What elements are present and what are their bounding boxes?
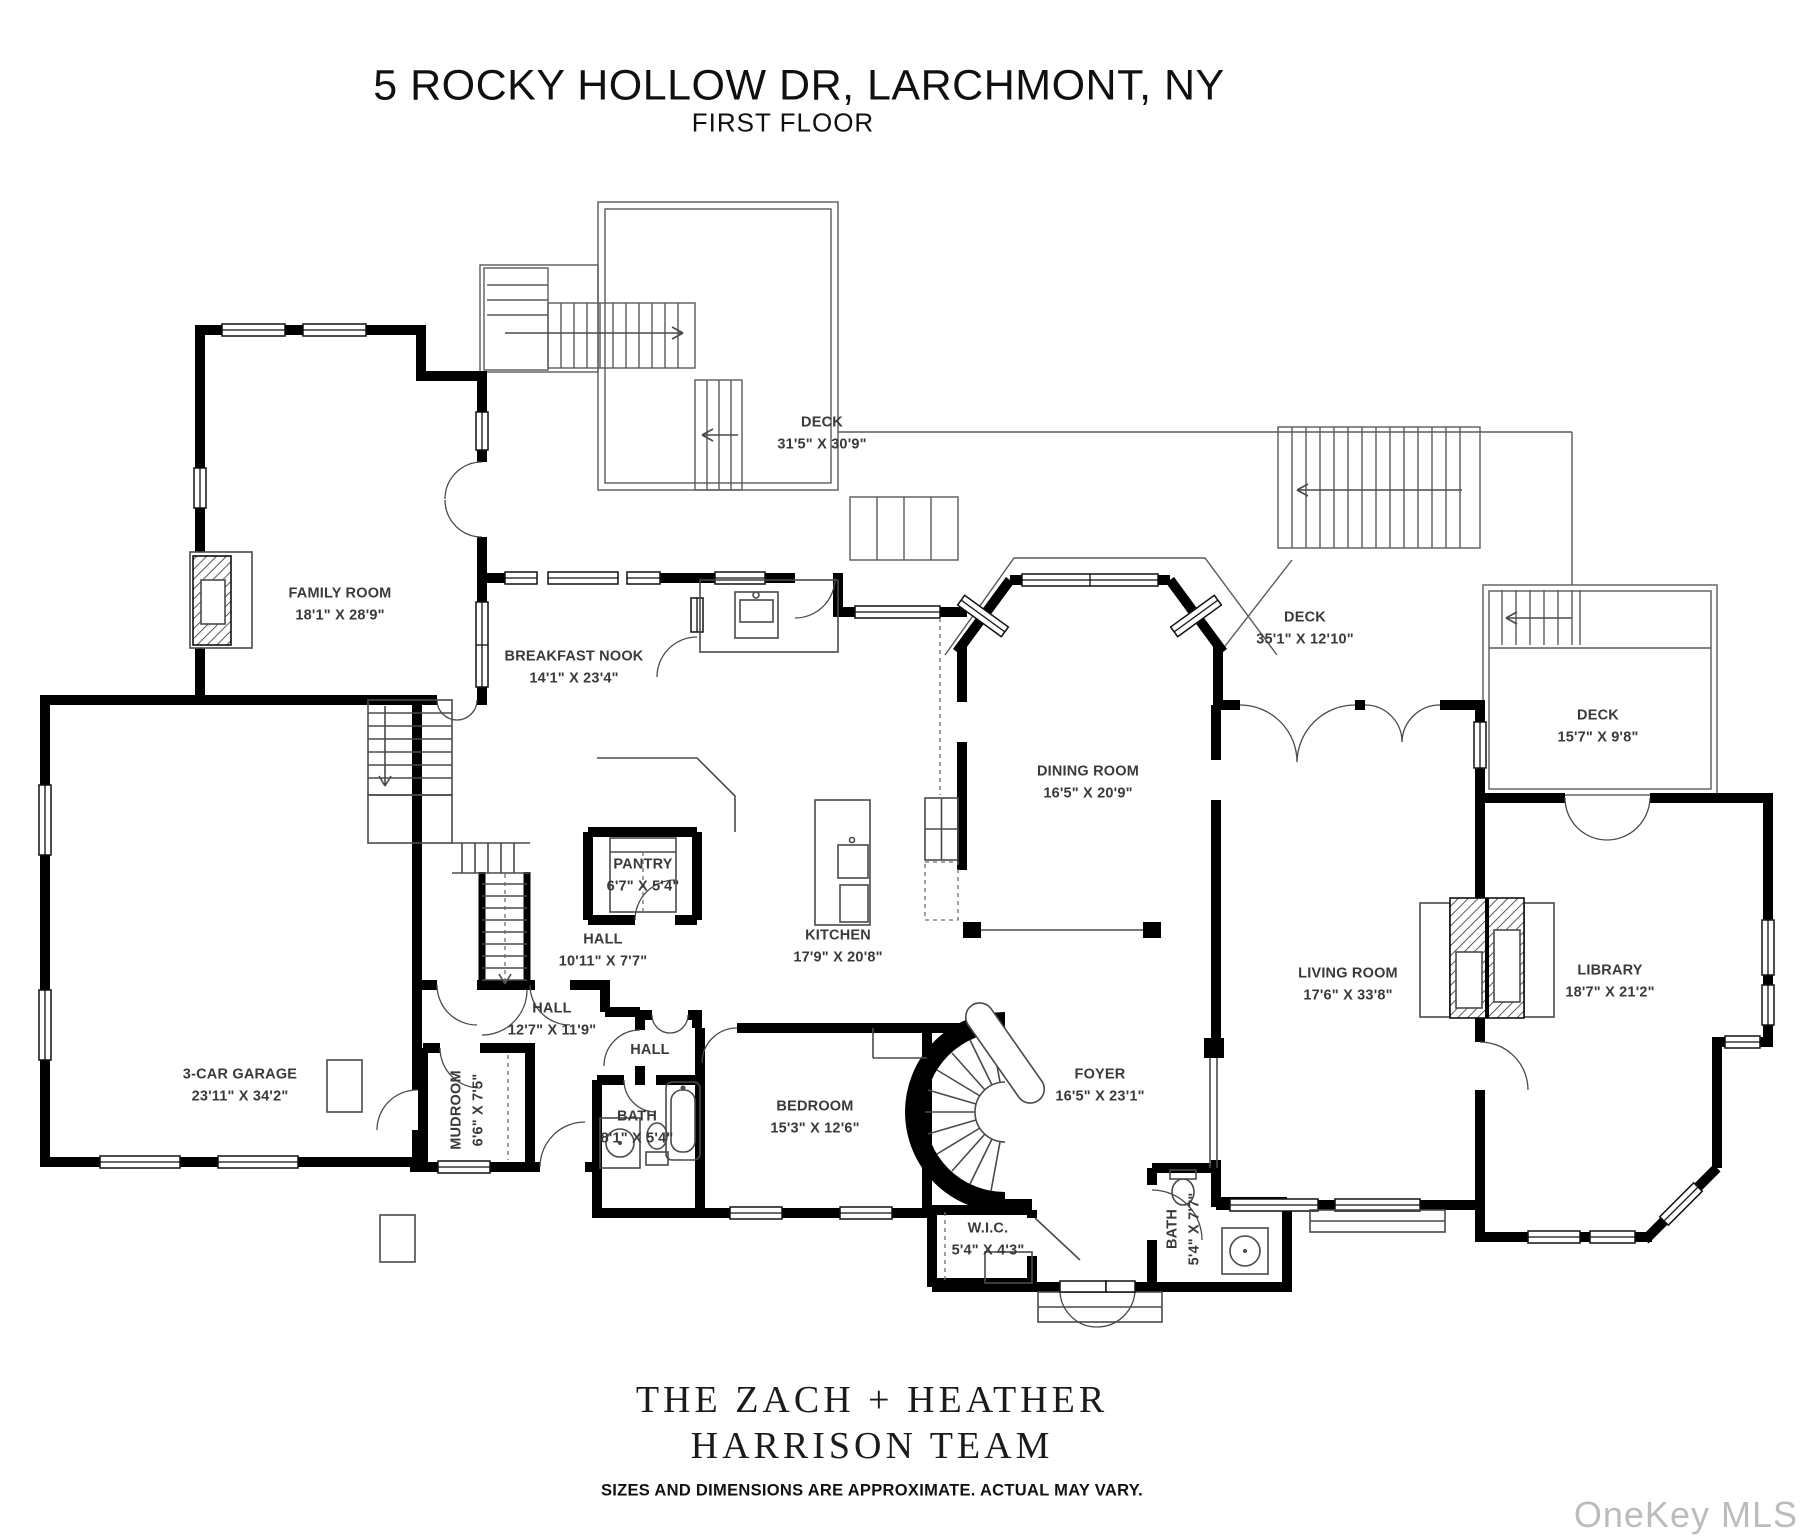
room-dims: 6'7" X 5'4" bbox=[606, 879, 680, 895]
room-name: FAMILY ROOM bbox=[288, 585, 392, 602]
room-dims: 15'3" X 12'6" bbox=[770, 1121, 860, 1137]
disclaimer-text: SIZES AND DIMENSIONS ARE APPROXIMATE. AC… bbox=[600, 1481, 1144, 1500]
room-name: BATH bbox=[617, 1108, 657, 1125]
room-name: FOYER bbox=[1074, 1066, 1126, 1083]
page-title: 5 ROCKY HOLLOW DR, LARCHMONT, NY bbox=[373, 61, 1225, 110]
room-dims: 5'4" X 7'7" bbox=[1187, 1192, 1203, 1266]
room-label-bath-foyer: BATH 5'4" X 7'7" bbox=[1162, 1193, 1207, 1266]
room-name: HALL bbox=[583, 931, 623, 948]
back-stairs bbox=[367, 699, 530, 985]
room-label-library: LIBRARY 18'7" X 21'2" bbox=[1565, 960, 1654, 1005]
room-dims: 18'1" X 28'9" bbox=[295, 608, 385, 624]
room-name: DECK bbox=[1577, 707, 1619, 724]
room-label-pantry: PANTRY 6'7" X 5'4" bbox=[607, 854, 680, 899]
room-label-deck-far-right: DECK 15'7" X 9'8" bbox=[1557, 705, 1638, 750]
room-name: MUDROOM bbox=[448, 1070, 465, 1150]
page-subtitle: FIRST FLOOR bbox=[691, 107, 875, 138]
room-dims: 16'5" X 20'9" bbox=[1043, 786, 1133, 802]
room-label-hall-small: HALL bbox=[630, 1039, 669, 1061]
room-name: PANTRY bbox=[613, 856, 673, 873]
room-dims: 23'11" X 34'2" bbox=[191, 1089, 289, 1105]
room-label-dining-room: DINING ROOM 16'5" X 20'9" bbox=[1037, 761, 1139, 806]
kitchen-fixtures bbox=[597, 579, 959, 926]
room-name: W.I.C. bbox=[967, 1220, 1009, 1237]
room-label-hall-upper: HALL 10'11" X 7'7" bbox=[559, 929, 648, 974]
room-dims: 6'6" X 7'5" bbox=[471, 1073, 487, 1147]
room-name: HALL bbox=[532, 1000, 572, 1017]
room-label-foyer: FOYER 16'5" X 23'1" bbox=[1055, 1064, 1144, 1109]
room-dims: 17'9" X 20'8" bbox=[793, 950, 883, 966]
room-name: BATH bbox=[1164, 1209, 1181, 1249]
room-dims: 15'7" X 9'8" bbox=[1557, 730, 1639, 746]
room-name: LIBRARY bbox=[1577, 962, 1643, 979]
room-dims: 18'7" X 21'2" bbox=[1565, 985, 1655, 1001]
curved-staircase bbox=[905, 1002, 1046, 1212]
room-label-bath-hall: BATH 8'1" X 5'4" bbox=[601, 1106, 674, 1151]
mls-watermark: OneKey MLS bbox=[1573, 1494, 1798, 1535]
room-name: HALL bbox=[630, 1041, 670, 1058]
room-name: 3-CAR GARAGE bbox=[182, 1066, 298, 1083]
room-dims: 14'1" X 23'4" bbox=[529, 671, 619, 687]
room-label-wic: W.I.C. 5'4" X 4'3" bbox=[952, 1218, 1025, 1263]
room-name: KITCHEN bbox=[805, 927, 871, 944]
team-name-line1: THE ZACH + HEATHER bbox=[635, 1379, 1109, 1421]
room-label-kitchen: KITCHEN 17'9" X 20'8" bbox=[793, 925, 882, 970]
room-dims: 17'6" X 33'8" bbox=[1303, 988, 1393, 1004]
room-label-mudroom: MUDROOM 6'6" X 7'5" bbox=[446, 1070, 491, 1150]
room-label-deck-right: DECK 35'1" X 12'10" bbox=[1256, 607, 1354, 652]
room-dims: 31'5" X 30'9" bbox=[777, 437, 867, 453]
room-label-deck-top: DECK 31'5" X 30'9" bbox=[777, 412, 866, 457]
room-name: BREAKFAST NOOK bbox=[504, 648, 644, 665]
room-label-living-room: LIVING ROOM 17'6" X 33'8" bbox=[1298, 963, 1398, 1008]
room-dims: 12'7" X 11'9" bbox=[507, 1023, 597, 1039]
room-name: BEDROOM bbox=[776, 1098, 854, 1115]
walls bbox=[40, 325, 1773, 1292]
room-dims: 16'5" X 23'1" bbox=[1055, 1089, 1145, 1105]
room-name: DECK bbox=[1284, 609, 1326, 626]
bath-hall-fixtures bbox=[599, 1081, 701, 1169]
bath-foyer-fixtures bbox=[1169, 1169, 1269, 1275]
room-dims: 10'11" X 7'7" bbox=[558, 954, 648, 970]
deck-outlines bbox=[479, 201, 1718, 796]
room-label-breakfast-nook: BREAKFAST NOOK 14'1" X 23'4" bbox=[505, 646, 644, 691]
room-dims: 35'1" X 12'10" bbox=[1256, 632, 1354, 648]
room-label-hall-lower: HALL 12'7" X 11'9" bbox=[508, 998, 597, 1043]
closets-misc bbox=[326, 929, 1446, 1323]
room-name: LIVING ROOM bbox=[1298, 965, 1398, 982]
fireplace-family-room bbox=[189, 551, 253, 649]
door-arcs bbox=[376, 461, 1651, 1328]
fireplace-living-library bbox=[1419, 897, 1555, 1019]
room-label-bedroom: BEDROOM 15'3" X 12'6" bbox=[770, 1096, 859, 1141]
room-label-garage: 3-CAR GARAGE 23'11" X 34'2" bbox=[183, 1064, 297, 1109]
room-name: DECK bbox=[801, 414, 843, 431]
room-label-family-room: FAMILY ROOM 18'1" X 28'9" bbox=[289, 583, 392, 628]
team-name-line2: HARRISON TEAM bbox=[690, 1425, 1054, 1467]
room-dims: 8'1" X 5'4" bbox=[600, 1131, 674, 1147]
room-name: DINING ROOM bbox=[1036, 763, 1140, 780]
room-dims: 5'4" X 4'3" bbox=[951, 1243, 1025, 1259]
